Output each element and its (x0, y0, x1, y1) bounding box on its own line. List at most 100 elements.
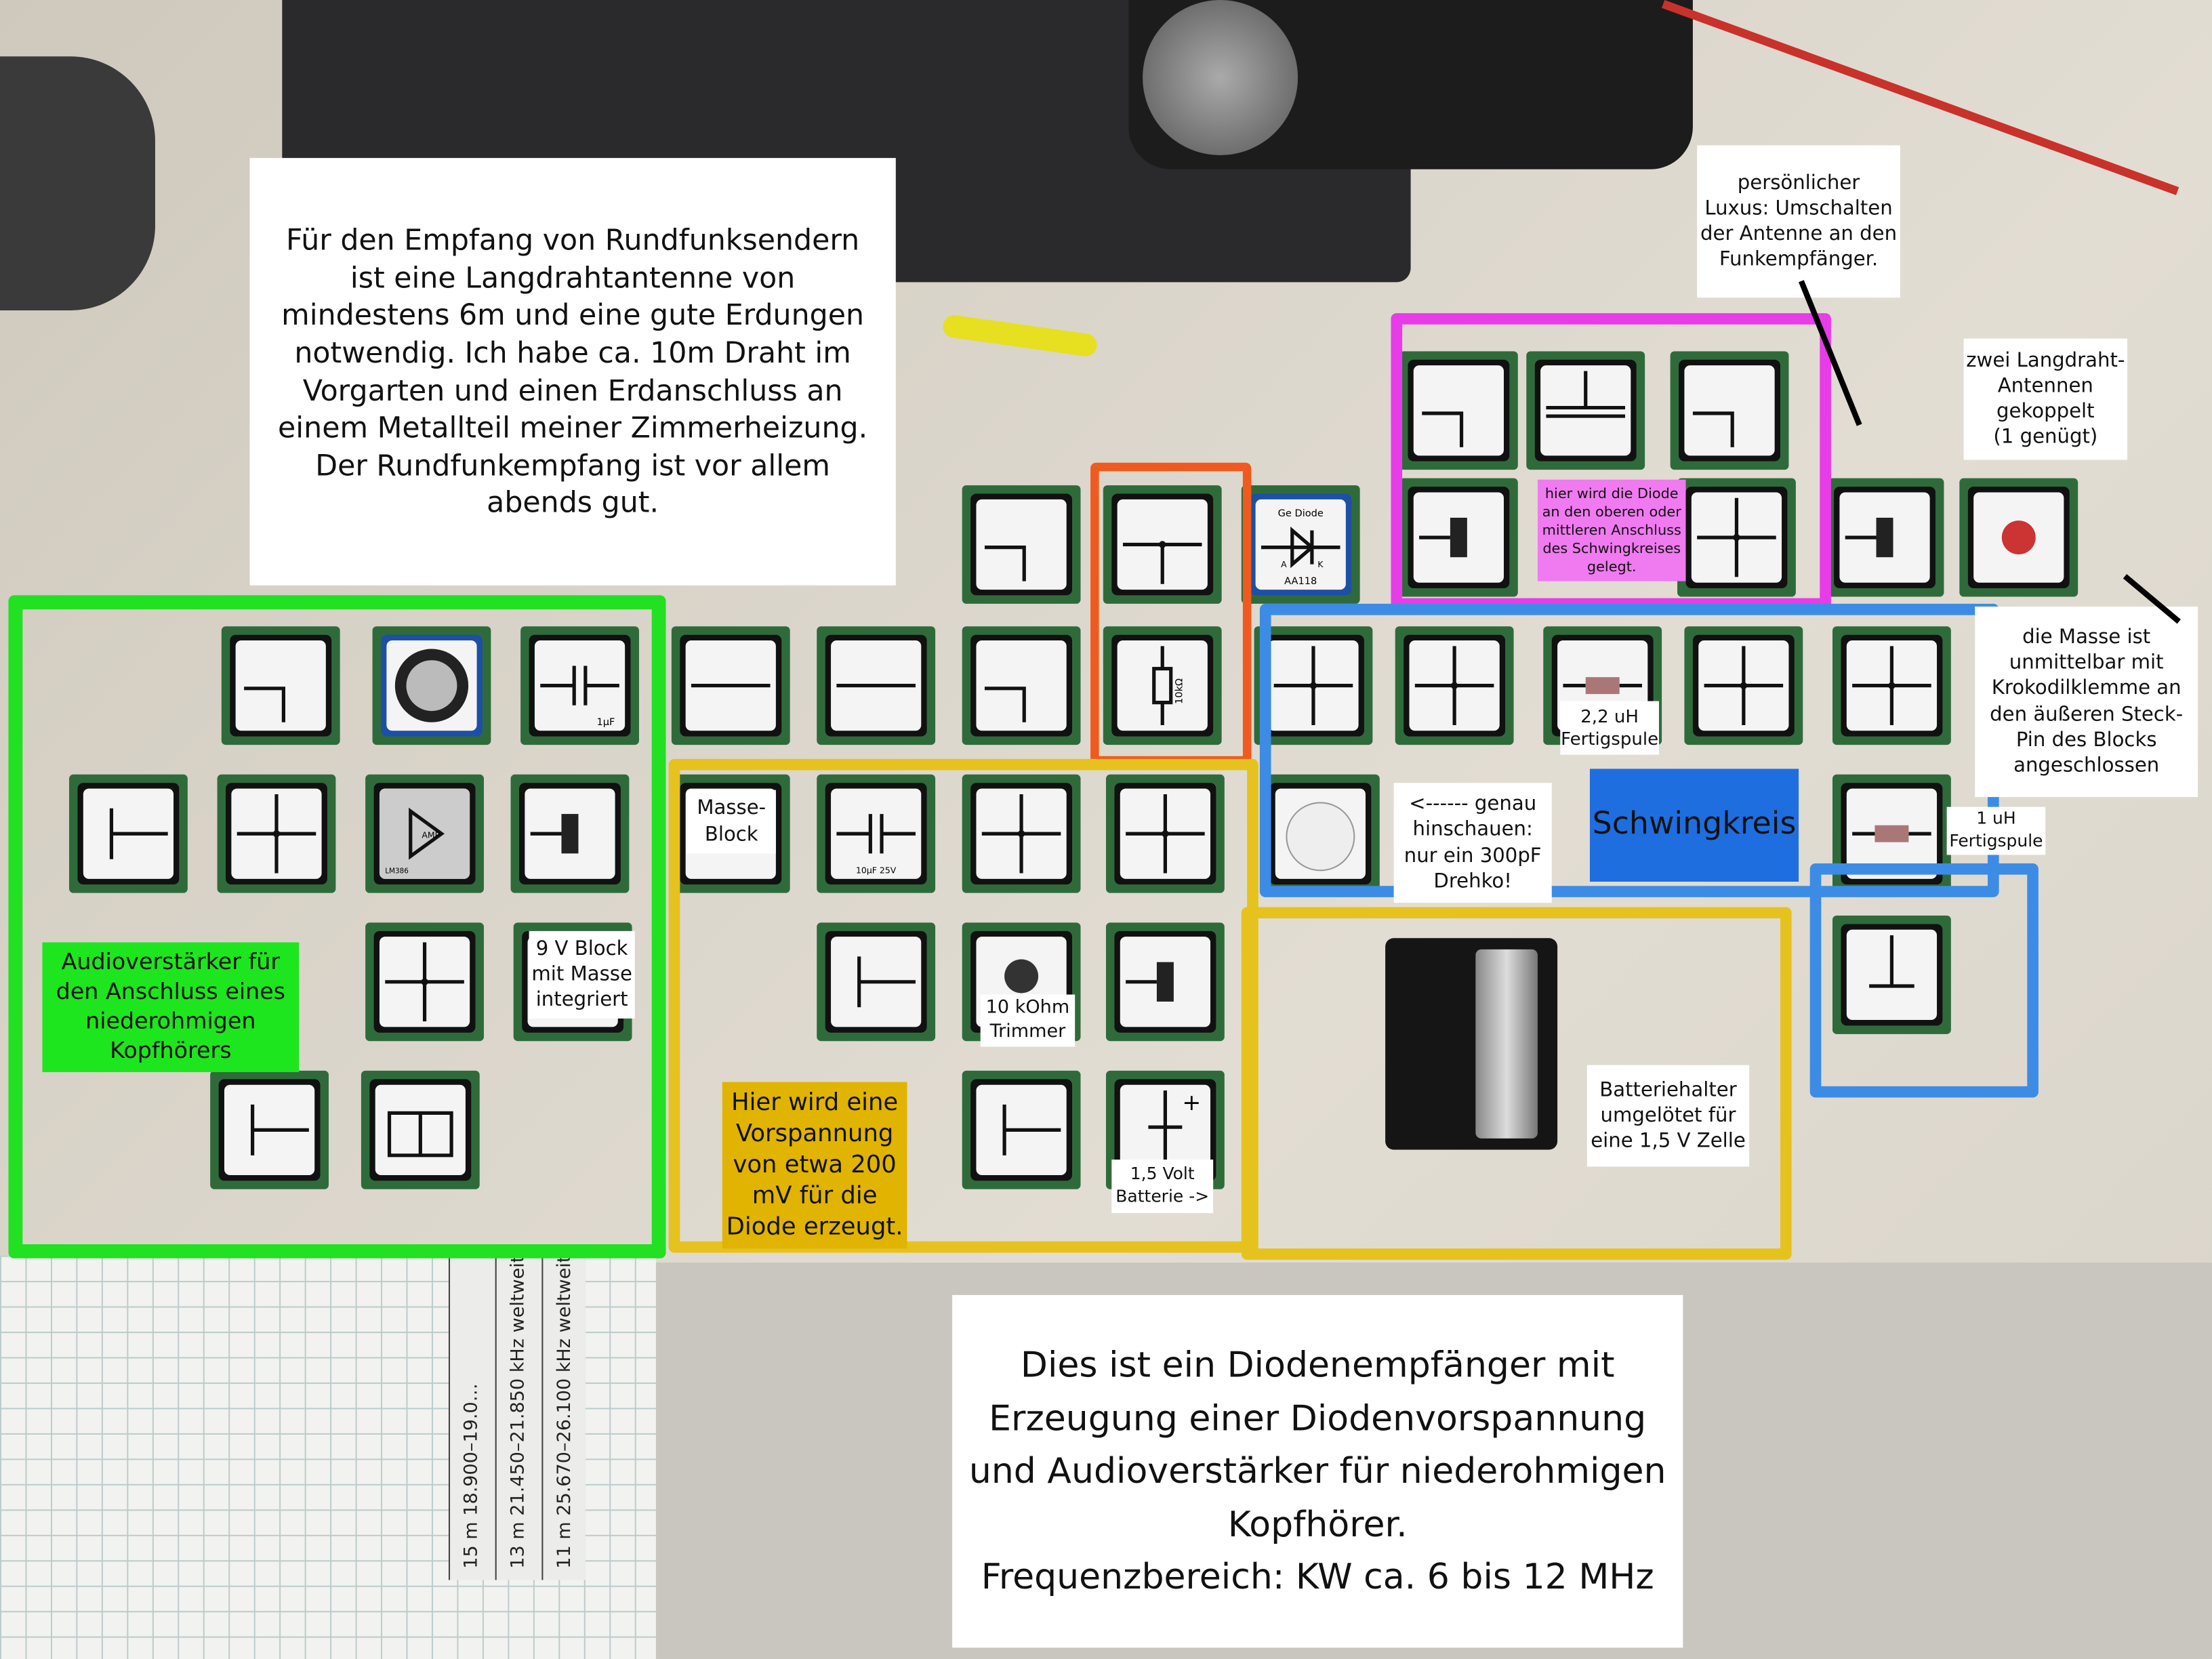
module-face (226, 783, 327, 885)
table-row: 13 m 21.450–21.850 kHz weltweit (496, 1256, 544, 1580)
masse-block-label: Masse- Block (687, 790, 776, 854)
ground-symbol-icon (83, 788, 174, 879)
module-ground (962, 1070, 1081, 1189)
battery-holder (1385, 938, 1558, 1150)
svg-text:K: K (1317, 559, 1324, 569)
svg-text:1µF: 1µF (597, 716, 615, 728)
module-face (1269, 783, 1372, 885)
module-line (671, 626, 790, 745)
ground-symbol-icon (976, 1084, 1067, 1175)
amp-label: Audioverstärker für den Anschluss eines … (42, 942, 300, 1073)
module-cap10: 10µF 25V (817, 774, 936, 893)
line-symbol-icon (831, 640, 922, 731)
amp2-symbol-icon (375, 1084, 466, 1175)
module-face (970, 1079, 1073, 1181)
corner-symbol-icon (235, 640, 326, 731)
module-face (825, 930, 927, 1033)
svg-text:AA118: AA118 (1284, 575, 1317, 587)
aa-cell (1475, 949, 1538, 1139)
module-cross (1254, 626, 1373, 745)
module-face (1408, 487, 1510, 589)
module-switch (510, 774, 630, 893)
switch-symbol-icon (1839, 492, 1930, 583)
corner-symbol-icon (976, 640, 1067, 731)
module-line (817, 626, 936, 745)
module-face (825, 634, 927, 737)
intro-note: Für den Empfang von Rundfunksendern ist … (249, 158, 896, 586)
module-corner (962, 626, 1081, 745)
module-cross (1684, 626, 1803, 745)
module-face (373, 930, 476, 1033)
module-face (519, 783, 621, 885)
module-res: 10kΩ (1103, 626, 1222, 745)
ground-symbol-icon (224, 1084, 315, 1175)
module-cross (962, 774, 1081, 893)
gnd2-symbol-icon (1846, 929, 1938, 1020)
module-corner (1399, 351, 1518, 470)
module-face: 10kΩ (1111, 634, 1214, 737)
module-terminal (1959, 478, 2078, 597)
module-face (230, 634, 332, 737)
module-ground (68, 774, 188, 893)
module-face (1841, 924, 1943, 1026)
module-cross (1105, 774, 1225, 893)
module-ground (817, 922, 936, 1042)
module-face (77, 783, 180, 885)
antennas-note: zwei Langdraht- Antennen gekoppelt (1 ge… (1963, 338, 2128, 460)
module-face: AMP LM386 (373, 783, 476, 885)
corner-symbol-icon (1684, 365, 1775, 456)
battery9v-label: 9 V Block mit Masse integriert (529, 930, 635, 1019)
cross-symbol-icon (231, 788, 322, 879)
module-switch (1825, 478, 1944, 597)
module-drehko (1261, 774, 1380, 893)
module-face (381, 634, 483, 737)
svg-text:LM386: LM386 (385, 867, 409, 876)
module-face (1408, 359, 1510, 462)
ground-symbol-icon (831, 937, 922, 1027)
svg-text:10µF 25V: 10µF 25V (856, 865, 897, 876)
switch-note: persönlicher Luxus: Umschalten der Anten… (1697, 145, 1900, 298)
switch-symbol-icon (1413, 492, 1504, 583)
module-face (1114, 783, 1216, 885)
module-knob (372, 626, 491, 745)
corner-symbol-icon (976, 499, 1067, 590)
cross-symbol-icon (976, 788, 1067, 879)
cross-symbol-icon (1846, 640, 1938, 731)
module-face (1679, 359, 1780, 462)
switch-symbol-icon (525, 788, 615, 879)
tee-symbol-icon (1117, 499, 1208, 590)
diode-note: hier wird die Diode an den oberen oder m… (1537, 479, 1686, 581)
module-face (1841, 634, 1943, 737)
module-corner (221, 626, 340, 745)
battery-region-outline (1241, 907, 1792, 1260)
table-row: 11 m 25.670–26.100 kHz weltweit (554, 1255, 576, 1569)
ground-note: die Masse ist unmittelbar mit Krokodilkl… (1975, 607, 2198, 798)
summary-note: Dies ist ein Diodenempfänger mit Erzeugu… (952, 1294, 1683, 1648)
svg-text:AMP: AMP (422, 830, 440, 840)
split-symbol-icon (1540, 365, 1631, 456)
module-face (970, 493, 1073, 596)
svg-text:10kΩ: 10kΩ (1173, 678, 1185, 704)
coil22-label: 2,2 uH Fertigspule (1560, 701, 1659, 755)
amp-symbol-icon: AMP LM386 (379, 788, 470, 879)
module-face: 1µF (529, 634, 631, 737)
module-face (970, 634, 1073, 737)
cross-symbol-icon (1698, 640, 1789, 731)
diode-region-outline (1090, 462, 1252, 765)
speaker (0, 56, 155, 310)
module-amp: AMP LM386 (365, 774, 484, 893)
switch-region-outline (1391, 313, 1831, 610)
resonant-label: Schwingkreis (1589, 769, 1799, 882)
module-face: 10µF 25V (825, 783, 927, 885)
module-corner (1670, 351, 1789, 470)
drehko-symbol-icon (1275, 788, 1366, 879)
module-ground (210, 1070, 329, 1189)
switch-symbol-icon (1120, 937, 1211, 1027)
cross-symbol-icon (1268, 640, 1359, 731)
cross-symbol-icon (1691, 492, 1782, 583)
module-face (1534, 359, 1637, 462)
holder-label: Batteriehalter umgelötet für eine 1,5 V … (1586, 1065, 1750, 1167)
